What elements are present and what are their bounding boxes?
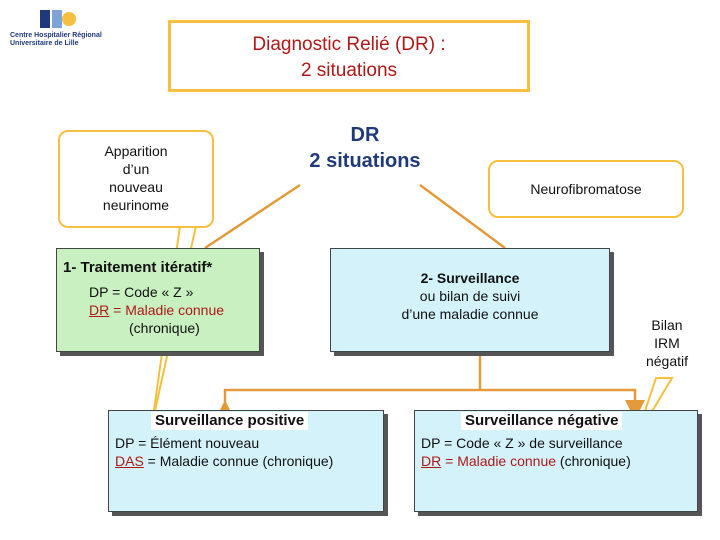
diagram-title-line1: Diagnostic Relié (DR) : [252, 34, 446, 55]
box1-dr-line: DR = Maladie connue [63, 301, 253, 319]
callout-apparition-line2: d’un [122, 161, 150, 177]
box1-dr-value: = Maladie connue [109, 302, 225, 318]
box-surveillance-positive: Surveillance positive DP = Élément nouve… [108, 410, 384, 512]
bilan-line1: Bilan [651, 317, 683, 333]
box1-dp-line: DP = Code « Z » [89, 284, 194, 300]
diagram-title-box: Diagnostic Relié (DR) : 2 situations [168, 20, 530, 92]
box2-line2: ou bilan de suivi [419, 288, 521, 304]
box4-heading: Surveillance négative [461, 412, 623, 430]
box3-das-line: DAS = Maladie connue (chronique) [115, 452, 377, 470]
box-surveillance-suivi: 2- Surveillance ou bilan de suivi d’une … [330, 248, 610, 352]
center-label-line1: DR [350, 124, 380, 146]
box3-das-label: DAS [115, 453, 144, 469]
box2-line1: 2- Surveillance [420, 270, 520, 286]
bilan-line3: négatif [645, 353, 689, 369]
link-box2-to-outcomes [215, 388, 645, 420]
chru-lille-logo: Centre Hospitalier Régional Universitair… [8, 6, 138, 50]
logo-mark-icon [40, 10, 76, 28]
box4-dr-label: DR [421, 453, 442, 469]
bilan-irm-negatif: Bilan IRM négatif [632, 316, 702, 370]
callout-apparition-line3: nouveau [109, 179, 163, 195]
box-traitement-iteratif: 1- Traitement itératif* DP = Code « Z » … [56, 248, 260, 352]
logo-text-line1: Centre Hospitalier Régional [10, 32, 102, 39]
box3-heading: Surveillance positive [151, 412, 309, 430]
center-label-line2: 2 situations [309, 150, 421, 172]
box4-dr-line: DR = Maladie connue (chronique) [421, 452, 691, 470]
link-center-to-box1 [204, 183, 301, 250]
box4-dr-value: = Maladie connue [441, 453, 557, 469]
logo-text-line2: Universitaire de Lille [10, 40, 79, 47]
callout-apparition-neurinome: Apparition d’un nouveau neurinome [58, 130, 214, 228]
callout-apparition-line1: Apparition [104, 143, 168, 159]
box4-dp-line: DP = Code « Z » de surveillance [421, 435, 623, 451]
diagram-title-line2: 2 situations [300, 60, 398, 81]
box1-heading: 1- Traitement itératif* [63, 259, 213, 276]
box2-line3: d’une maladie connue [401, 306, 539, 322]
box3-das-value: = Maladie connue (chronique) [143, 453, 334, 469]
box4-dr-note: (chronique) [556, 453, 631, 469]
footer-date: DES - Septembre 2005 [607, 519, 714, 530]
callout-neurofibromatose: Neurofibromatose [488, 160, 684, 218]
callout-apparition-line4: neurinome [102, 197, 170, 213]
callout-neurofibromatose-text: Neurofibromatose [530, 181, 642, 197]
center-label: DR 2 situations [270, 122, 460, 174]
box-surveillance-negative: Surveillance négative DP = Code « Z » de… [414, 410, 698, 512]
bilan-line2: IRM [654, 335, 680, 351]
box1-dr-label: DR [89, 302, 110, 318]
box1-dr-note: (chronique) [129, 320, 200, 336]
box3-dp-line: DP = Élément nouveau [115, 435, 260, 451]
